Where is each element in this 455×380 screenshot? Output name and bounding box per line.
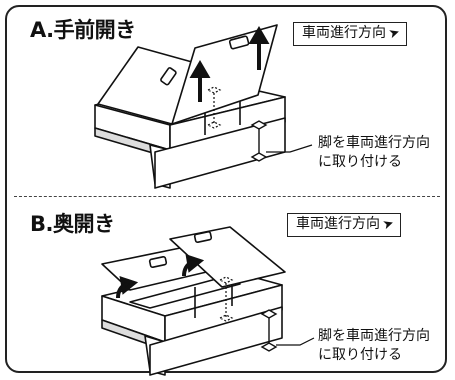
leader-line — [266, 144, 313, 153]
section-b-direction-label: 車両進行方向➤ — [287, 213, 401, 237]
section-b-note: 脚を車両進行方向 に取り付ける — [318, 327, 430, 365]
direction-text: 車両進行方向 — [302, 25, 386, 41]
section-divider — [14, 196, 440, 197]
section-a-direction-label: 車両進行方向➤ — [293, 22, 407, 46]
note-line-1: 脚を車両進行方向 — [318, 135, 430, 151]
leader-line — [276, 337, 315, 346]
section-a-note: 脚を車両進行方向 に取り付ける — [318, 134, 430, 172]
section-b-title: B.奥開き — [30, 212, 115, 236]
lid-panel-right — [169, 226, 286, 288]
note-line-2: に取り付ける — [318, 347, 402, 363]
handle-icon — [148, 255, 168, 269]
section-a-title: A.手前開き — [30, 18, 136, 42]
note-line-2: に取り付ける — [318, 154, 402, 170]
leg-marker-dashed — [218, 276, 234, 322]
leg-icon — [250, 120, 268, 162]
handle-icon — [160, 67, 177, 86]
lift-arrow-icon — [116, 276, 139, 299]
lift-arrow-icon — [182, 254, 205, 277]
leg-marker-dashed — [206, 86, 222, 129]
handle-icon — [228, 35, 250, 50]
note-line-1: 脚を車両進行方向 — [318, 328, 430, 344]
direction-text: 車両進行方向 — [296, 216, 380, 232]
lift-arrow-icon — [189, 60, 211, 102]
leg-icon — [260, 309, 278, 352]
lift-arrow-icon — [248, 26, 270, 70]
handle-icon — [193, 230, 213, 244]
